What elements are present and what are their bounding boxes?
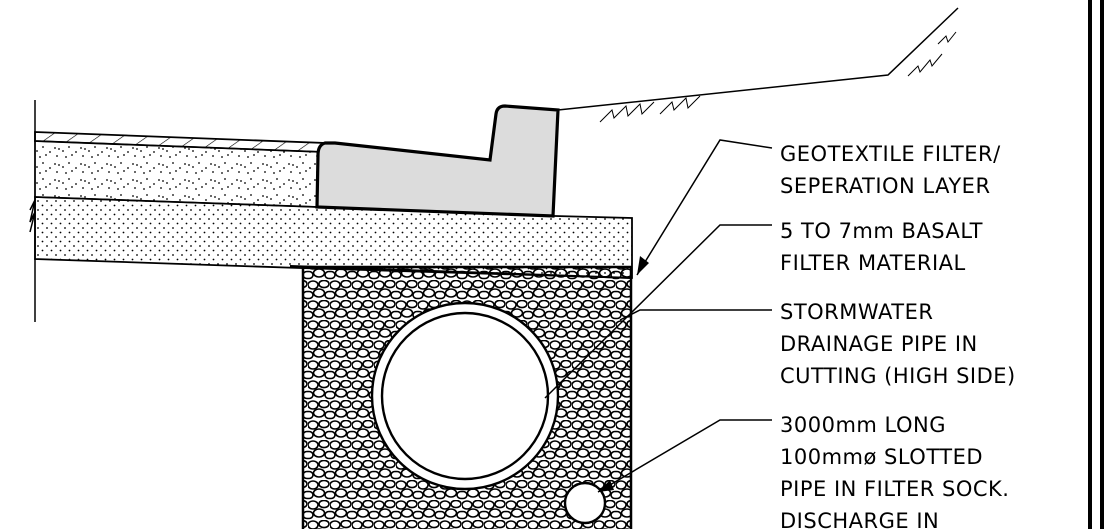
callout-line: GEOTEXTILE FILTER/ — [780, 142, 1001, 166]
callout-line: SEPERATION LAYER — [780, 174, 991, 198]
callout-line: FILTER MATERIAL — [780, 251, 966, 275]
callout-basalt: 5 TO 7mm BASALT FILTER MATERIAL — [780, 219, 983, 275]
leader-lines — [544, 139, 773, 493]
callout-line: 3000mm LONG — [780, 413, 946, 437]
callout-slotted-pipe: 3000mm LONG 100mmø SLOTTED PIPE IN FILTE… — [780, 413, 1009, 529]
frame-border — [1088, 0, 1104, 529]
callout-line: PIPE IN FILTER SOCK. — [780, 477, 1009, 501]
break-symbol — [29, 199, 36, 233]
pavement-base-course — [34, 140, 324, 208]
callout-line: STORMWATER — [780, 300, 933, 324]
callout-line: 5 TO 7mm BASALT — [780, 219, 983, 243]
geotextile-line — [289, 265, 633, 279]
callout-line: DRAINAGE PIPE IN — [780, 332, 978, 356]
leader-arrows — [598, 256, 649, 492]
natural-ground-line — [557, 7, 959, 111]
callout-line: CUTTING (HIGH SIDE) — [780, 364, 1016, 388]
slotted-pipe — [563, 481, 607, 525]
callout-geotextile: GEOTEXTILE FILTER/ SEPERATION LAYER — [780, 142, 1001, 198]
callout-line: DISCHARGE IN — [780, 509, 939, 529]
stormwater-pipe-inner — [380, 311, 550, 481]
callout-stormwater: STORMWATER DRAINAGE PIPE IN CUTTING (HIG… — [780, 300, 1016, 388]
concrete-kerb — [315, 104, 560, 218]
ground-hatch-marks — [599, 31, 957, 123]
callout-line: 100mmø SLOTTED — [780, 445, 983, 469]
